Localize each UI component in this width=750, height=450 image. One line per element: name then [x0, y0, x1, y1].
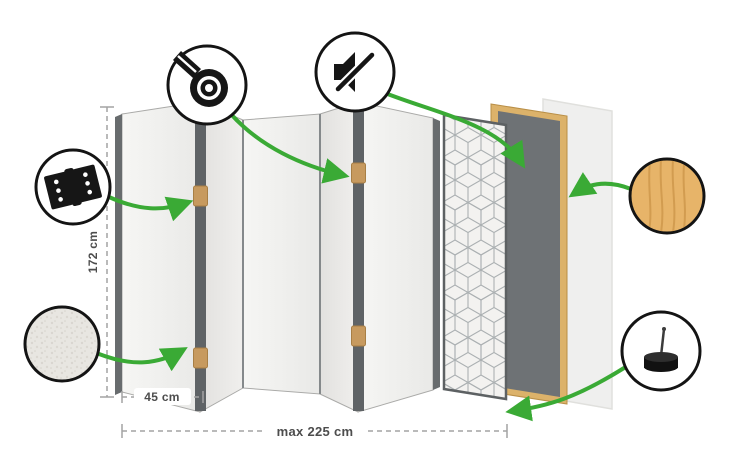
- arrow-mute-to-acoustic-panel: [383, 91, 526, 169]
- hinge-hardware: [351, 325, 366, 347]
- arrow-hinge-to-fold: [107, 195, 194, 222]
- adhesive-tape-roll-icon: [173, 51, 228, 107]
- door-hinge-icon: [44, 164, 102, 210]
- arrow-tape-to-hinge: [228, 111, 350, 184]
- screen-panel-3: [242, 113, 321, 395]
- wood-texture-swatch: [648, 160, 686, 232]
- acoustic-panel-face: [498, 111, 560, 397]
- max-width-label: max 225 cm: [277, 424, 354, 439]
- callout-mute: [314, 31, 396, 113]
- panel-width-dimension: 45 cm: [121, 388, 204, 405]
- callout-fabric: [23, 305, 101, 383]
- height-dimension: 172 cm: [86, 106, 114, 398]
- max-width-dimension: max 225 cm: [121, 424, 508, 439]
- arrow-fabric-to-panel: [97, 347, 188, 372]
- callout-arrows: [97, 91, 633, 422]
- hinge-hardware: [193, 185, 208, 207]
- panel-width-label: 45 cm: [144, 390, 180, 404]
- fold-edge-strip-2: [353, 103, 364, 411]
- honeycomb-core-layer: [442, 113, 508, 401]
- fold-edge-strip-1: [195, 103, 206, 411]
- arrow-wood-to-frame: [568, 172, 633, 198]
- callout-tape: [166, 44, 248, 126]
- speaker-muted-icon: [333, 50, 377, 94]
- hinge-hardware: [351, 162, 366, 184]
- height-label: 172 cm: [86, 231, 100, 274]
- folding-screen: [121, 101, 434, 413]
- screen-panel-5: [357, 101, 434, 413]
- screen-hinges: [193, 162, 366, 369]
- screen-panel-4: [319, 101, 359, 413]
- arrow-foot-to-base: [505, 366, 626, 422]
- callout-foot: [620, 310, 702, 392]
- screen-panel-1: [121, 101, 201, 413]
- furniture-foot-pin-icon: [644, 327, 678, 372]
- callout-hinge: [34, 148, 112, 226]
- callout-wood: [628, 157, 706, 235]
- left-edge-strip: [115, 114, 122, 395]
- hinge-hardware: [193, 347, 208, 369]
- right-edge-strip: [433, 118, 440, 390]
